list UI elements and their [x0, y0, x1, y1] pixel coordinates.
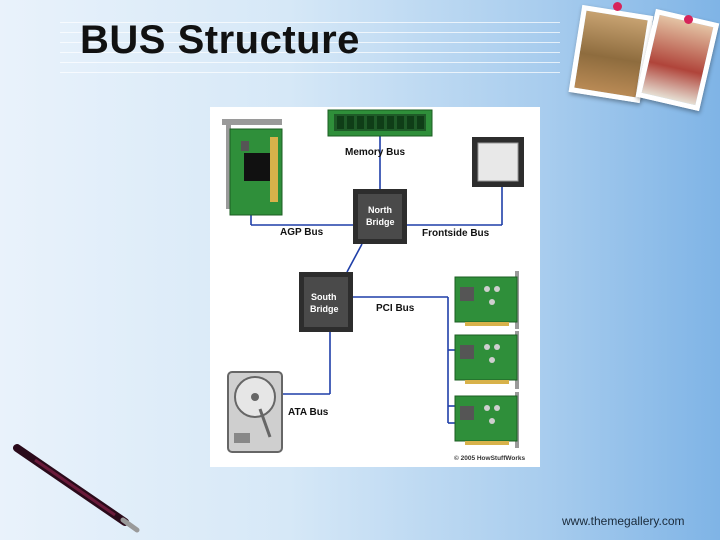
pen-icon [13, 444, 140, 533]
title-rule-lines [60, 22, 560, 82]
diagram-canvas: Memory Bus AGP Bus Frontside Bus North B… [222, 109, 526, 462]
pci-card [454, 331, 519, 389]
south-bridge-chip [299, 272, 353, 332]
ata-bus-label: ATA Bus [288, 407, 329, 418]
north-bridge-chip [353, 189, 407, 244]
pushpin-icon [613, 2, 622, 11]
south-bridge-label: South [311, 292, 337, 302]
hub-link-line [346, 243, 363, 273]
pushpin-icon [684, 15, 693, 24]
agp-graphics-card [222, 119, 283, 216]
cpu-chip [472, 137, 524, 187]
pci-card [454, 392, 519, 448]
agp-bus-label: AGP Bus [280, 227, 324, 238]
memory-module [327, 109, 433, 137]
copyright-text: © 2005 HowStuffWorks [454, 454, 526, 462]
bus-structure-diagram: Memory Bus AGP Bus Frontside Bus North B… [210, 107, 540, 467]
frontside-bus-label: Frontside Bus [422, 228, 490, 239]
footer-website: www.themegallery.com [562, 514, 685, 528]
south-bridge-label: Bridge [310, 304, 339, 314]
pci-card [454, 271, 519, 329]
slide-title: BUS Structure [80, 18, 360, 62]
hard-drive [227, 371, 283, 453]
north-bridge-label: Bridge [366, 217, 395, 227]
bus-lines [250, 135, 503, 424]
north-bridge-label: North [368, 205, 392, 215]
pci-bus-label: PCI Bus [376, 303, 415, 314]
memory-bus-label: Memory Bus [345, 147, 405, 158]
